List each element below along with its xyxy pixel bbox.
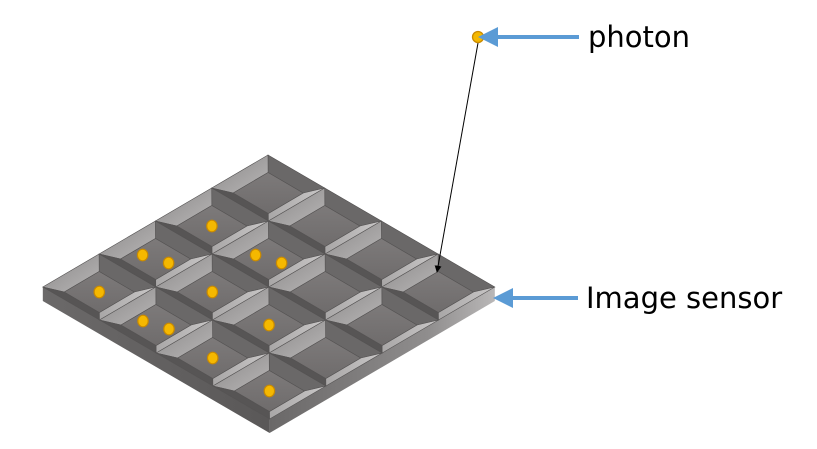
photon-dot xyxy=(206,285,219,299)
photon-dot xyxy=(249,248,262,262)
image-sensor-label: Image sensor xyxy=(586,281,783,315)
sensor-right-side xyxy=(269,287,495,433)
pixel-well xyxy=(268,319,384,387)
photon-dot xyxy=(136,248,149,262)
photon-dot xyxy=(206,219,218,233)
photon-dot xyxy=(275,256,288,270)
sensor-left-side xyxy=(42,287,270,433)
photon-dot xyxy=(137,314,149,328)
pixel-well xyxy=(212,352,327,420)
photon-dot xyxy=(263,384,276,398)
photon-dot xyxy=(263,318,275,332)
photon-icon xyxy=(471,30,485,44)
pixel-well xyxy=(380,253,496,321)
photon-dot xyxy=(93,285,106,299)
photon-label: photon xyxy=(588,20,691,54)
photon-dot xyxy=(163,322,175,336)
image-sensor xyxy=(41,154,496,433)
photon-dot xyxy=(162,256,175,270)
photon-path-arrow xyxy=(434,42,479,273)
photon-dot xyxy=(206,351,219,365)
